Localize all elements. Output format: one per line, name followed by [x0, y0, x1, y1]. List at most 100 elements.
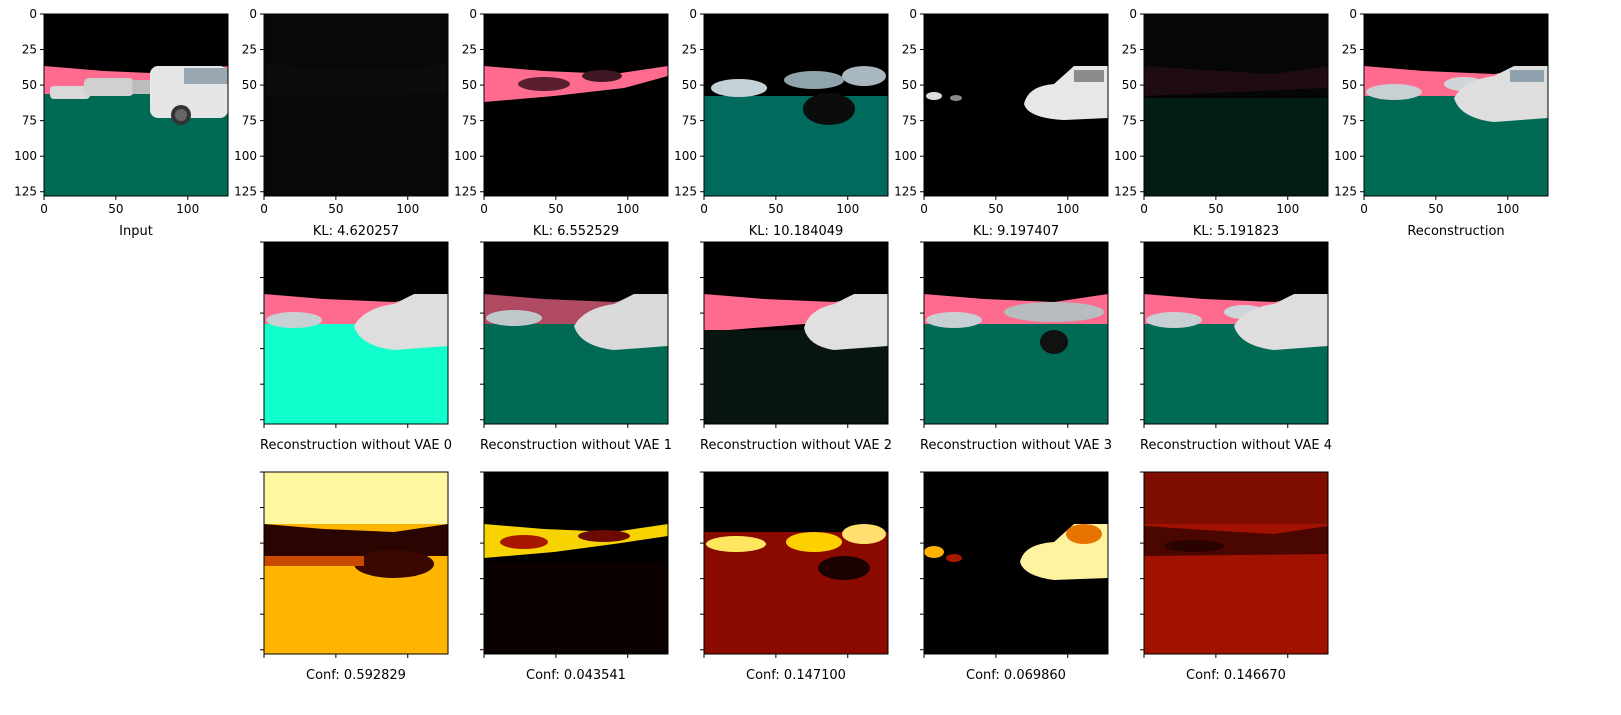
x-tick-label: 0: [480, 202, 488, 216]
conf-panel-0: [260, 471, 449, 658]
x-tick-label: 100: [836, 202, 859, 216]
conf-heatmap-2: [700, 471, 889, 658]
y-tick-label: 75: [1122, 114, 1137, 128]
conf-caption-3: Conf: 0.069860: [966, 668, 1066, 683]
recon-without-caption-3: Reconstruction without VAE 3: [920, 438, 1112, 453]
x-tick-label: 50: [1208, 202, 1223, 216]
kl-panel-4-frame: [1143, 13, 1329, 197]
y-tick-label: 75: [462, 114, 477, 128]
y-tick-label: 125: [454, 185, 477, 199]
recon-without-panel-0-frame: [263, 241, 449, 425]
reconstruction-panel-frame: [1363, 13, 1549, 197]
y-tick-label: 100: [454, 149, 477, 163]
recon-without-image-4: [1140, 241, 1329, 428]
recon-without-panel-2-frame: [703, 241, 889, 425]
kl-caption-3: KL: 9.197407: [972, 224, 1060, 239]
conf-caption-4: Conf: 0.146670: [1186, 668, 1286, 683]
y-tick-label: 0: [689, 7, 697, 21]
input-caption: Input: [119, 224, 153, 239]
conf-panel-3-frame: [923, 471, 1109, 655]
recon-without-panel-0-axes: [260, 241, 449, 428]
kl-caption-4: KL: 5.191823: [1192, 224, 1280, 239]
recon-without-caption-4: Reconstruction without VAE 4: [1140, 438, 1332, 453]
conf-heatmap-0: [260, 471, 449, 658]
x-tick-label: 0: [260, 202, 268, 216]
x-tick-label: 100: [176, 202, 199, 216]
x-tick-label: 50: [548, 202, 563, 216]
conf-panel-1: [480, 471, 669, 658]
y-tick-label: 25: [22, 43, 37, 57]
conf-panel-4-axes: [1140, 471, 1329, 658]
kl-panel-3-frame: [923, 13, 1109, 197]
conf-panel-4: [1140, 471, 1329, 658]
y-tick-label: 125: [14, 185, 37, 199]
y-tick-label: 0: [1349, 7, 1357, 21]
x-tick-label: 50: [108, 202, 123, 216]
y-tick-label: 50: [1122, 78, 1137, 92]
y-tick-label: 100: [894, 149, 917, 163]
x-tick-label: 100: [1496, 202, 1519, 216]
conf-heatmap-1: [480, 471, 669, 658]
y-tick-label: 125: [1334, 185, 1357, 199]
conf-caption-1: Conf: 0.043541: [526, 668, 626, 683]
recon-without-panel-2: [700, 241, 889, 428]
recon-without-panel-0: [260, 241, 449, 428]
x-tick-label: 0: [1360, 202, 1368, 216]
recon-without-panel-1: [480, 241, 669, 428]
y-tick-label: 0: [1129, 7, 1137, 21]
x-tick-label: 100: [1276, 202, 1299, 216]
kl-caption-2: KL: 10.184049: [748, 224, 844, 239]
conf-panel-3: [920, 471, 1109, 658]
recon-without-image-3: [920, 241, 1109, 428]
y-tick-label: 100: [1114, 149, 1137, 163]
recon-without-caption-2: Reconstruction without VAE 2: [700, 438, 892, 453]
y-tick-label: 25: [242, 43, 257, 57]
y-tick-label: 25: [682, 43, 697, 57]
recon-without-image-0: [260, 241, 449, 428]
x-tick-label: 50: [328, 202, 343, 216]
recon-without-panel-1-frame: [483, 241, 669, 425]
y-tick-label: 50: [1342, 78, 1357, 92]
conf-caption-0: Conf: 0.592829: [306, 668, 406, 683]
x-tick-label: 0: [700, 202, 708, 216]
y-tick-label: 0: [29, 7, 37, 21]
recon-without-panel-4-axes: [1140, 241, 1329, 428]
y-tick-label: 100: [674, 149, 697, 163]
kl-caption-1: KL: 6.552529: [532, 224, 620, 239]
conf-panel-4-frame: [1143, 471, 1329, 655]
y-tick-label: 75: [242, 114, 257, 128]
recon-without-panel-3-axes: [920, 241, 1109, 428]
y-tick-label: 50: [22, 78, 37, 92]
x-tick-label: 100: [396, 202, 419, 216]
y-tick-label: 75: [1342, 114, 1357, 128]
x-tick-label: 0: [1140, 202, 1148, 216]
conf-panel-0-axes: [260, 471, 449, 658]
y-tick-label: 0: [909, 7, 917, 21]
y-tick-label: 125: [674, 185, 697, 199]
y-tick-label: 75: [902, 114, 917, 128]
y-tick-label: 50: [902, 78, 917, 92]
y-tick-label: 125: [894, 185, 917, 199]
recon-without-panel-4: [1140, 241, 1329, 428]
input-panel-frame: [43, 13, 229, 197]
x-tick-label: 50: [768, 202, 783, 216]
recon-without-panel-3-frame: [923, 241, 1109, 425]
recon-without-panel-1-axes: [480, 241, 669, 428]
y-tick-label: 125: [1114, 185, 1137, 199]
conf-panel-2-axes: [700, 471, 889, 658]
recon-without-panel-2-axes: [700, 241, 889, 428]
x-tick-label: 50: [1428, 202, 1443, 216]
y-tick-label: 25: [462, 43, 477, 57]
